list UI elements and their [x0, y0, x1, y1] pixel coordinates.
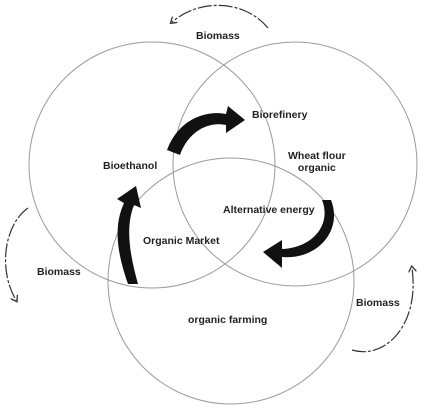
- thin-arrow-right: [351, 268, 413, 353]
- label-wheat-flour-line2: organic: [297, 162, 336, 175]
- circle-right: [172, 41, 418, 287]
- label-alternative-energy: Alternative energy: [223, 204, 315, 216]
- circle-left: [28, 41, 276, 289]
- thin-arrow-top: [172, 4, 269, 29]
- label-biomass-left: Biomass: [37, 266, 81, 278]
- circle-bottom: [107, 157, 355, 405]
- label-wheat-flour-organic: Wheat flour organic: [288, 150, 346, 174]
- label-organic-farming: organic farming: [188, 314, 268, 326]
- label-biorefinery: Biorefinery: [252, 109, 308, 121]
- label-biomass-top: Biomass: [196, 30, 240, 42]
- label-bioethanol: Bioethanol: [103, 160, 158, 172]
- thick-arrow-upper: [167, 106, 245, 155]
- thick-arrow-left-vertical: [117, 186, 141, 284]
- thin-arrow-left: [4, 207, 29, 300]
- label-wheat-flour-line1: Wheat flour: [288, 150, 346, 162]
- label-biomass-right: Biomass: [356, 297, 400, 309]
- label-organic-market: Organic Market: [143, 235, 220, 247]
- thick-arrow-lower-right: [263, 200, 335, 268]
